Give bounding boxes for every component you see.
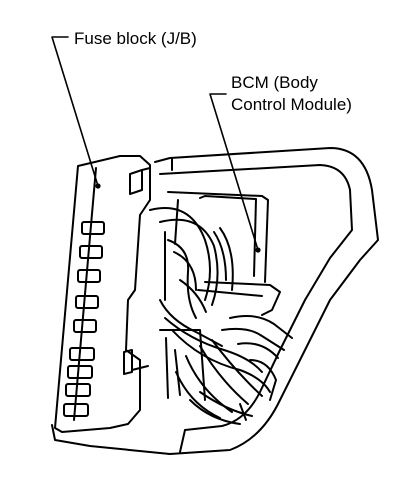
fuse-slot — [81, 221, 105, 235]
fuse-slot — [65, 383, 91, 397]
leader-lines — [51, 36, 259, 251]
fuse-block — [54, 155, 151, 433]
fuse-slot — [73, 319, 97, 333]
fuse-slot — [79, 245, 103, 259]
bcm-module — [159, 191, 281, 401]
fuse-slot — [77, 269, 101, 283]
bcm-label-line-2: Control Module) — [231, 95, 352, 114]
fuse-slot — [69, 347, 95, 361]
fuse-slot — [75, 295, 99, 309]
fuse-slot — [67, 365, 93, 379]
fuse-block-label: Fuse block (J/B) — [74, 29, 197, 48]
bcm-label: BCM (Body Control Module) — [231, 72, 352, 116]
fuse-slot — [63, 403, 89, 417]
housing-outline — [51, 147, 379, 455]
wire-harness — [149, 207, 293, 425]
fuse-block-leader — [51, 36, 99, 187]
bcm-label-line-1: BCM (Body — [231, 73, 318, 92]
bcm-leader — [209, 93, 259, 251]
